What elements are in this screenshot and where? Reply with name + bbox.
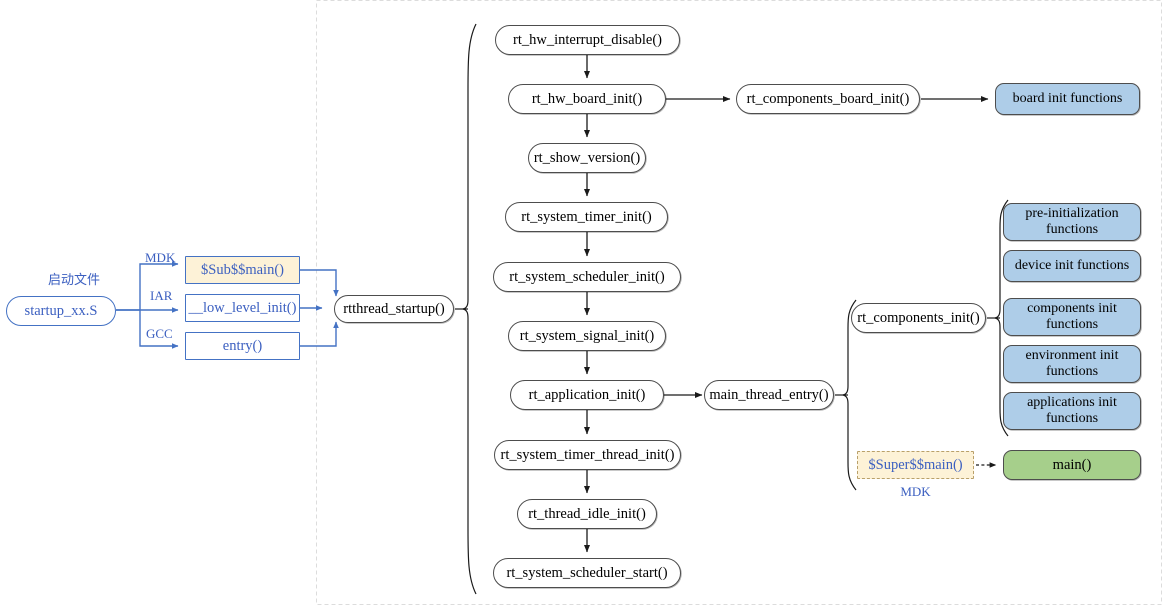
init-functions-environment-init[interactable]: environment init functions	[1003, 345, 1141, 383]
init-functions-applications-init[interactable]: applications init functions	[1003, 392, 1141, 430]
branch-label-iar: IAR	[150, 288, 173, 303]
step-node-rt-system-timer-init[interactable]: rt_system_timer_init()	[505, 202, 668, 232]
step-node-rt-show-version[interactable]: rt_show_version()	[528, 143, 646, 173]
rt-components-init-node[interactable]: rt_components_init()	[851, 303, 986, 333]
low-level-init-node[interactable]: __low_level_init()	[185, 294, 300, 322]
step-node-rt-hw-board-init[interactable]: rt_hw_board_init()	[508, 84, 666, 114]
step-node-rt-application-init[interactable]: rt_application_init()	[510, 380, 664, 410]
branch-label-mdk: MDK	[145, 250, 176, 265]
main-thread-entry-node[interactable]: main_thread_entry()	[704, 380, 834, 410]
branch-label-gcc: GCC	[146, 326, 173, 341]
step-node-rt-thread-idle-init[interactable]: rt_thread_idle_init()	[517, 499, 657, 529]
super-main-compiler-label: MDK	[900, 484, 931, 499]
step-node-rt-hw-interrupt-disable[interactable]: rt_hw_interrupt_disable()	[495, 25, 680, 55]
init-functions-device-init[interactable]: device init functions	[1003, 250, 1141, 282]
super-main-node[interactable]: $Super$$main()	[857, 451, 974, 479]
step-node-rt-system-signal-init[interactable]: rt_system_signal_init()	[508, 321, 666, 351]
rtthread-startup-node[interactable]: rtthread_startup()	[334, 295, 454, 323]
board-init-functions-node[interactable]: board init functions	[995, 83, 1140, 115]
startup-file-node[interactable]: startup_xx.S	[6, 296, 116, 326]
rt-components-board-init-node[interactable]: rt_components_board_init()	[736, 84, 920, 114]
step-node-rt-system-timer-thread-init[interactable]: rt_system_timer_thread_init()	[494, 440, 681, 470]
sub-main-node[interactable]: $Sub$$main()	[185, 256, 300, 284]
step-node-rt-system-scheduler-start[interactable]: rt_system_scheduler_start()	[493, 558, 681, 588]
entry-node[interactable]: entry()	[185, 332, 300, 360]
startup-file-caption: 启动文件	[47, 272, 100, 287]
main-node[interactable]: main()	[1003, 450, 1141, 480]
step-node-rt-system-scheduler-init[interactable]: rt_system_scheduler_init()	[493, 262, 681, 292]
init-functions-components-init[interactable]: components init functions	[1003, 298, 1141, 336]
init-functions-pre-initialization[interactable]: pre-initialization functions	[1003, 203, 1141, 241]
